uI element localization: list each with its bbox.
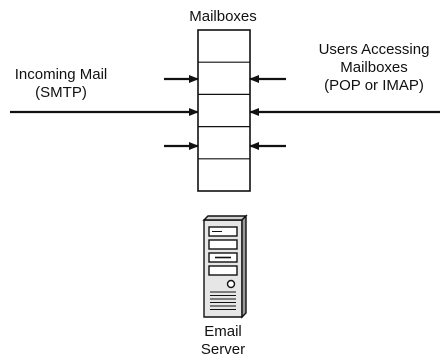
email-server-line1: Email: [204, 323, 242, 340]
incoming-mail-line2: (SMTP): [35, 84, 87, 101]
users-accessing-line1: Users Accessing: [318, 41, 430, 58]
mailboxes-label: Mailboxes: [163, 8, 283, 26]
incoming-mail-label: Incoming Mail (SMTP): [0, 66, 126, 102]
users-accessing-line3: (POP or IMAP): [324, 77, 424, 94]
server-tower-icon: [202, 214, 248, 319]
incoming-mail-line1: Incoming Mail: [14, 66, 108, 83]
mailboxes-label-text: Mailboxes: [189, 8, 257, 25]
email-server-label: Email Server: [176, 323, 270, 359]
users-accessing-line2: Mailboxes: [340, 59, 408, 76]
mailbox-stack: [197, 29, 251, 192]
email-server-line2: Server: [200, 341, 246, 358]
mailbox-stack-frame: [197, 29, 251, 192]
users-accessing-label: Users Accessing Mailboxes (POP or IMAP): [296, 41, 446, 95]
